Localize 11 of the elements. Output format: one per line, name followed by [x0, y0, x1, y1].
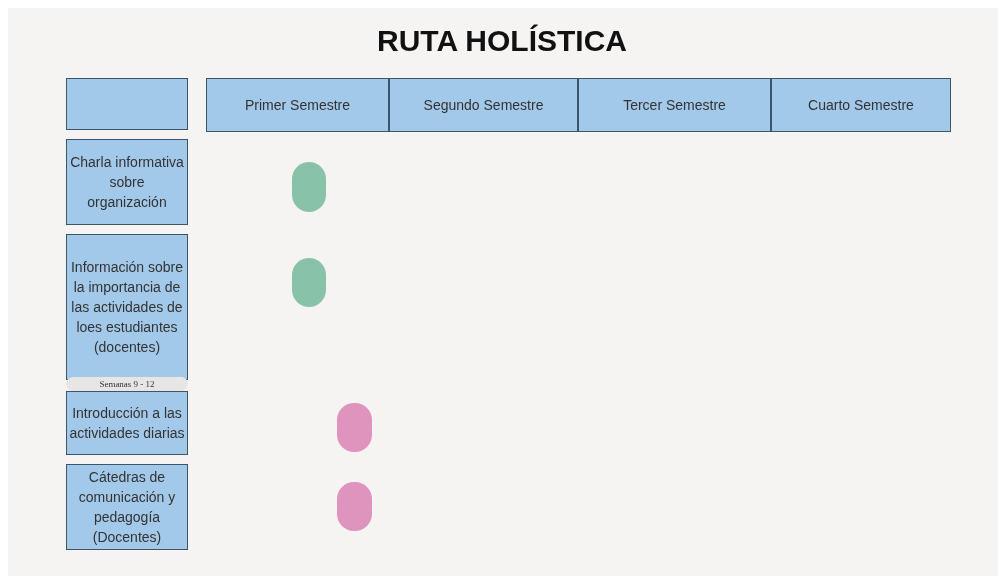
semester-cell: Tercer Semestre [578, 78, 771, 132]
semester-cell: Cuarto Semestre [771, 78, 951, 132]
activity-cell: Introducción a las actividades diarias [66, 391, 188, 455]
semester-cell: Segundo Semestre [389, 78, 578, 132]
week-tag: Semanas 9 - 12 [66, 377, 188, 391]
activity-cell: Charla informativa sobre organización [66, 139, 188, 225]
semester-cell: Primer Semestre [206, 78, 389, 132]
activity-cell: Información sobre la importancia de las actividades de loes estudiantes (docentes) [66, 234, 188, 380]
activity-cell: Cátedras de comunicación y pedagogía (Docentes) [66, 464, 188, 550]
title: RUTA HOLÍSTICA [376, 24, 628, 58]
corner-cell [66, 78, 188, 130]
